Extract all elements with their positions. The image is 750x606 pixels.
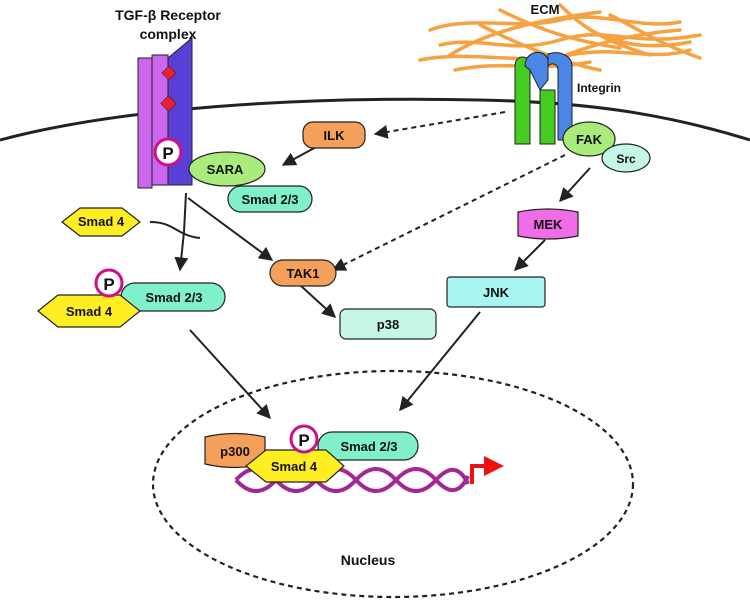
node-smad23-sara: Smad 2/3	[227, 185, 313, 213]
svg-text:Smad 2/3: Smad 2/3	[145, 290, 202, 305]
node-jnk: JNK	[446, 276, 546, 308]
edge-tak1-p38	[299, 284, 337, 318]
node-tak1: TAK1	[269, 259, 337, 287]
edge-smad-nucleus	[189, 329, 271, 420]
edge-receptor-tak1	[187, 197, 274, 261]
edge-fak-tak1	[331, 154, 566, 271]
integrin-label: Integrin	[577, 81, 621, 95]
receptor-phospho-badge: P	[153, 137, 183, 167]
svg-text:p300: p300	[220, 444, 250, 459]
node-smad4-complex: Smad 4	[37, 294, 141, 328]
receptor-label-line2: complex	[140, 26, 197, 42]
svg-text:ILK: ILK	[324, 128, 346, 143]
node-p300: p300	[204, 432, 266, 469]
node-ilk: ILK	[302, 121, 366, 149]
transcription-arrow	[470, 456, 504, 484]
edge-fak-mek	[559, 167, 591, 203]
integrin	[514, 51, 573, 145]
svg-text:Smad 4: Smad 4	[271, 459, 318, 474]
node-mek: MEK	[517, 208, 579, 240]
svg-text:P: P	[298, 431, 309, 450]
svg-text:FAK: FAK	[576, 132, 603, 147]
svg-text:Smad 2/3: Smad 2/3	[340, 439, 397, 454]
node-smad4-nuclear: Smad 4	[245, 449, 345, 483]
smad4-connector	[149, 221, 201, 239]
svg-text:TAK1: TAK1	[287, 266, 320, 281]
ecm-label: ECM	[531, 2, 560, 17]
svg-text:Src: Src	[616, 152, 636, 166]
nucleus-label: Nucleus	[341, 552, 396, 568]
svg-text:Smad 4: Smad 4	[78, 214, 125, 229]
node-fak: FAK	[562, 121, 616, 157]
svg-text:P: P	[162, 144, 173, 163]
svg-text:Smad 4: Smad 4	[66, 304, 113, 319]
svg-text:Smad 2/3: Smad 2/3	[241, 192, 298, 207]
node-smad23-complex: Smad 2/3	[120, 282, 226, 312]
edge-receptor-smad	[174, 192, 189, 272]
node-sara: SARA	[188, 151, 266, 187]
edge-mek-jnk	[514, 239, 546, 271]
arrows	[149, 111, 591, 420]
nuclear-phospho-badge: P	[289, 424, 319, 454]
svg-text:p38: p38	[377, 317, 399, 332]
cell-membrane	[0, 97, 750, 142]
svg-text:MEK: MEK	[534, 217, 564, 232]
node-smad23-nuclear: Smad 2/3	[317, 431, 419, 461]
receptor-label-line1: TGF-β Receptor	[115, 7, 221, 23]
svg-text:P: P	[103, 275, 114, 294]
node-smad4-free: Smad 4	[61, 207, 141, 237]
edge-fak-ilk	[373, 111, 506, 139]
edge-jnk-nucleus	[399, 311, 481, 412]
ecm-fibers	[418, 3, 702, 74]
node-src: Src	[601, 143, 651, 173]
node-p38: p38	[339, 308, 437, 340]
svg-text:JNK: JNK	[483, 285, 510, 300]
edge-ilk-sara	[281, 145, 319, 166]
smad-complex-phospho-badge: P	[94, 268, 124, 298]
svg-text:SARA: SARA	[207, 162, 244, 177]
nucleus-envelope	[151, 369, 635, 599]
